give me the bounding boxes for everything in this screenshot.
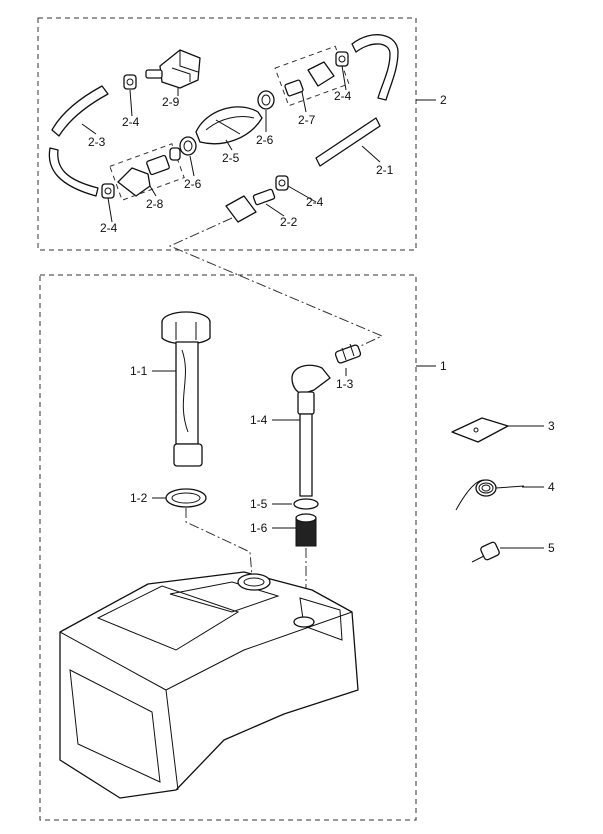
- hose-2-3: [51, 85, 109, 137]
- label-2-8: 2-8: [146, 197, 164, 211]
- clamp-2-4-upper-left: [123, 74, 137, 90]
- fuel-hose-assembly-box: [37, 17, 417, 251]
- fitting-2-8: [109, 143, 185, 201]
- label-2-5: 2-5: [222, 151, 240, 165]
- hose-2-1-upper: [351, 34, 399, 101]
- fuel-gauge-1-1: [161, 311, 211, 467]
- label-2: 2: [440, 93, 447, 107]
- label-3: 3: [548, 419, 555, 433]
- label-1-5: 1-5: [250, 497, 268, 511]
- label-1: 1: [440, 359, 447, 373]
- gauge-chain-line: [185, 508, 253, 577]
- clamp-2-4-mid: [169, 147, 181, 161]
- label-1-4: 1-4: [250, 413, 268, 427]
- label-1-6: 1-6: [250, 521, 268, 535]
- label-2-7: 2-7: [298, 113, 316, 127]
- filter-1-6: [295, 513, 317, 547]
- fuel-tank-assembly-box: [39, 274, 417, 821]
- label-1-1: 1-1: [130, 364, 148, 378]
- label-2-4-a: 2-4: [122, 115, 140, 129]
- label-2-4-e: 2-4: [100, 221, 118, 235]
- accessory-3-pad: [451, 417, 509, 443]
- label-2-6-a: 2-6: [256, 133, 274, 147]
- connector-1-3: [334, 343, 362, 364]
- label-1-3: 1-3: [336, 377, 354, 391]
- fitting-2-2: [225, 188, 276, 223]
- connector-2-9: [145, 49, 201, 89]
- primer-bulb-2-5: [195, 106, 263, 145]
- washer-2-6-left: [179, 136, 197, 156]
- label-2-2: 2-2: [280, 215, 298, 229]
- leader-lines: [81, 65, 544, 549]
- label-2-4-b: 2-4: [334, 89, 352, 103]
- accessory-4-coil-wire: [455, 479, 525, 511]
- label-2-9: 2-9: [162, 95, 180, 109]
- accessory-5-fitting: [471, 541, 500, 563]
- label-1-2: 1-2: [130, 491, 148, 505]
- hose-2-1-lower: [315, 117, 381, 167]
- clamp-2-4-lower-left: [101, 183, 115, 199]
- clamp-2-4-upper-right: [335, 51, 349, 67]
- label-5: 5: [548, 541, 555, 555]
- hose-to-tank-chain-line: [168, 217, 384, 351]
- label-2-3: 2-3: [88, 135, 106, 149]
- fitting-2-7: [274, 45, 350, 107]
- fuel-tank: [59, 571, 359, 799]
- label-4: 4: [548, 480, 555, 494]
- pickup-tube-1-4: [291, 364, 331, 497]
- washer-2-6-right: [257, 90, 275, 110]
- label-2-1: 2-1: [376, 163, 394, 177]
- hose-2-3-lower: [48, 147, 99, 197]
- clamp-2-4-bottom: [275, 175, 289, 191]
- gasket-1-5: [293, 498, 319, 510]
- label-2-4-d: 2-4: [306, 195, 324, 209]
- label-2-6-b: 2-6: [184, 177, 202, 191]
